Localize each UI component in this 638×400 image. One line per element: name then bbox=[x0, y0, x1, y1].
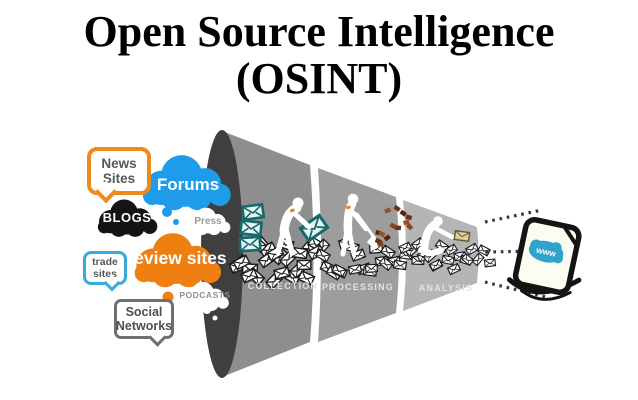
flow-dotted-line-bottom bbox=[484, 280, 547, 299]
press-label: Press bbox=[194, 216, 222, 227]
processed-bits bbox=[374, 204, 414, 247]
worker-badge bbox=[289, 208, 295, 213]
envelope-icon bbox=[364, 263, 379, 273]
podcasts-label: PODCASTS bbox=[179, 290, 230, 300]
processed-bit-icon bbox=[389, 222, 397, 230]
source-bubble-news-sites: News Sites bbox=[87, 147, 151, 195]
stage-label-processing: PROCESSING bbox=[322, 282, 394, 292]
processed-bit-icon bbox=[405, 223, 414, 231]
review-sites-label: review sites bbox=[127, 248, 226, 268]
analysed-envelope-icon bbox=[453, 229, 471, 243]
flow-dotted-line-top bbox=[484, 208, 543, 224]
envelope-icon bbox=[483, 258, 497, 268]
thought-dot bbox=[162, 207, 172, 217]
envelope-icon bbox=[347, 263, 363, 275]
source-bubble-social-networks: Social Networks bbox=[114, 299, 174, 339]
thought-dot bbox=[203, 306, 211, 314]
www-cloud bbox=[528, 239, 564, 264]
thought-dot bbox=[187, 235, 195, 243]
blogs-label: BLOGS bbox=[103, 210, 152, 225]
news-sites-label-line1: News bbox=[101, 156, 137, 171]
title-line1: Open Source Intelligence bbox=[83, 7, 555, 56]
stage-label-collection: COLLECTION bbox=[248, 281, 319, 291]
flow-dotted-line-middle bbox=[485, 249, 545, 254]
news-sites-label-line2: Sites bbox=[102, 171, 136, 186]
processed-bit-icon bbox=[374, 237, 382, 245]
www-output-icon: www bbox=[506, 217, 582, 301]
envelope-icon bbox=[441, 254, 455, 266]
forums-label: Forums bbox=[157, 175, 219, 194]
envelope-icon bbox=[392, 259, 408, 271]
trade-sites-label-line2: sites bbox=[93, 268, 117, 280]
swoosh-icon bbox=[519, 288, 572, 301]
analysis-worker-icon bbox=[418, 216, 455, 256]
processed-bit-icon bbox=[383, 234, 391, 242]
title-line2: (OSINT) bbox=[235, 54, 403, 103]
processed-bit-icon bbox=[399, 209, 407, 217]
folded-corner bbox=[562, 225, 578, 246]
envelope-icon bbox=[296, 259, 312, 270]
social-networks-label-line2: Networks bbox=[115, 319, 173, 333]
page-title: Open Source Intelligence (OSINT) bbox=[0, 8, 638, 102]
processed-bit-icon bbox=[405, 214, 413, 221]
worker-badge bbox=[345, 205, 351, 210]
processing-worker-icon bbox=[340, 193, 382, 257]
source-bubble-trade-sites: trade sites bbox=[83, 251, 127, 285]
output-flow-lines bbox=[484, 208, 547, 299]
funnel-stage-analysis bbox=[403, 200, 479, 311]
stage-label-analysis: ANALYSIS bbox=[419, 283, 473, 293]
processed-bit-icon bbox=[393, 204, 401, 212]
trade-sites-label-line1: trade bbox=[92, 256, 118, 268]
www-label: www bbox=[534, 245, 557, 259]
processed-bit-icon bbox=[394, 225, 402, 231]
thought-dot bbox=[173, 219, 179, 225]
social-networks-label-line1: Social bbox=[125, 305, 163, 319]
collection-worker-icon bbox=[275, 197, 312, 256]
thought-dot bbox=[212, 315, 218, 321]
processed-bit-icon bbox=[378, 230, 386, 238]
processed-bit-icon bbox=[384, 207, 392, 214]
